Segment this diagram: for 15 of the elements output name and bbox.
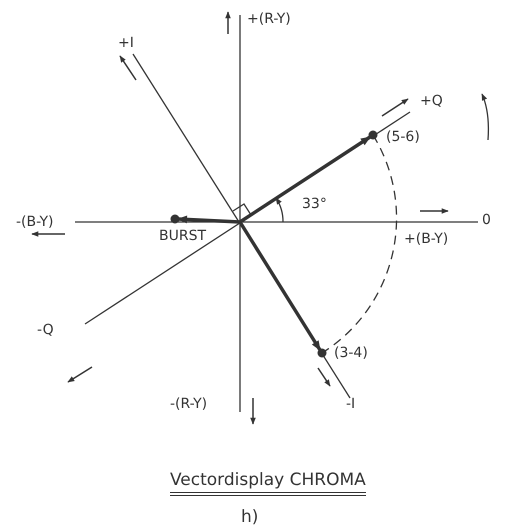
axis-label: +Q bbox=[420, 94, 443, 108]
figure-letter: h) bbox=[241, 509, 258, 526]
axis-label: -Q bbox=[37, 323, 54, 337]
vector-label: BURST bbox=[159, 229, 206, 243]
axis-label: +(R-Y) bbox=[247, 12, 291, 26]
axis-label: -I bbox=[346, 397, 356, 411]
caption: Vectordisplay CHROMA bbox=[170, 472, 366, 496]
axis-label: 0 bbox=[482, 213, 491, 227]
axis-label: -(B-Y) bbox=[16, 215, 54, 229]
axis-label: +I bbox=[118, 36, 134, 50]
point-label: (5-6) bbox=[386, 130, 420, 144]
point-label: (3-4) bbox=[334, 346, 368, 360]
axis-label: -(R-Y) bbox=[170, 397, 208, 411]
angle-label: 33° bbox=[302, 197, 327, 211]
axis-label: +(B-Y) bbox=[404, 232, 448, 246]
